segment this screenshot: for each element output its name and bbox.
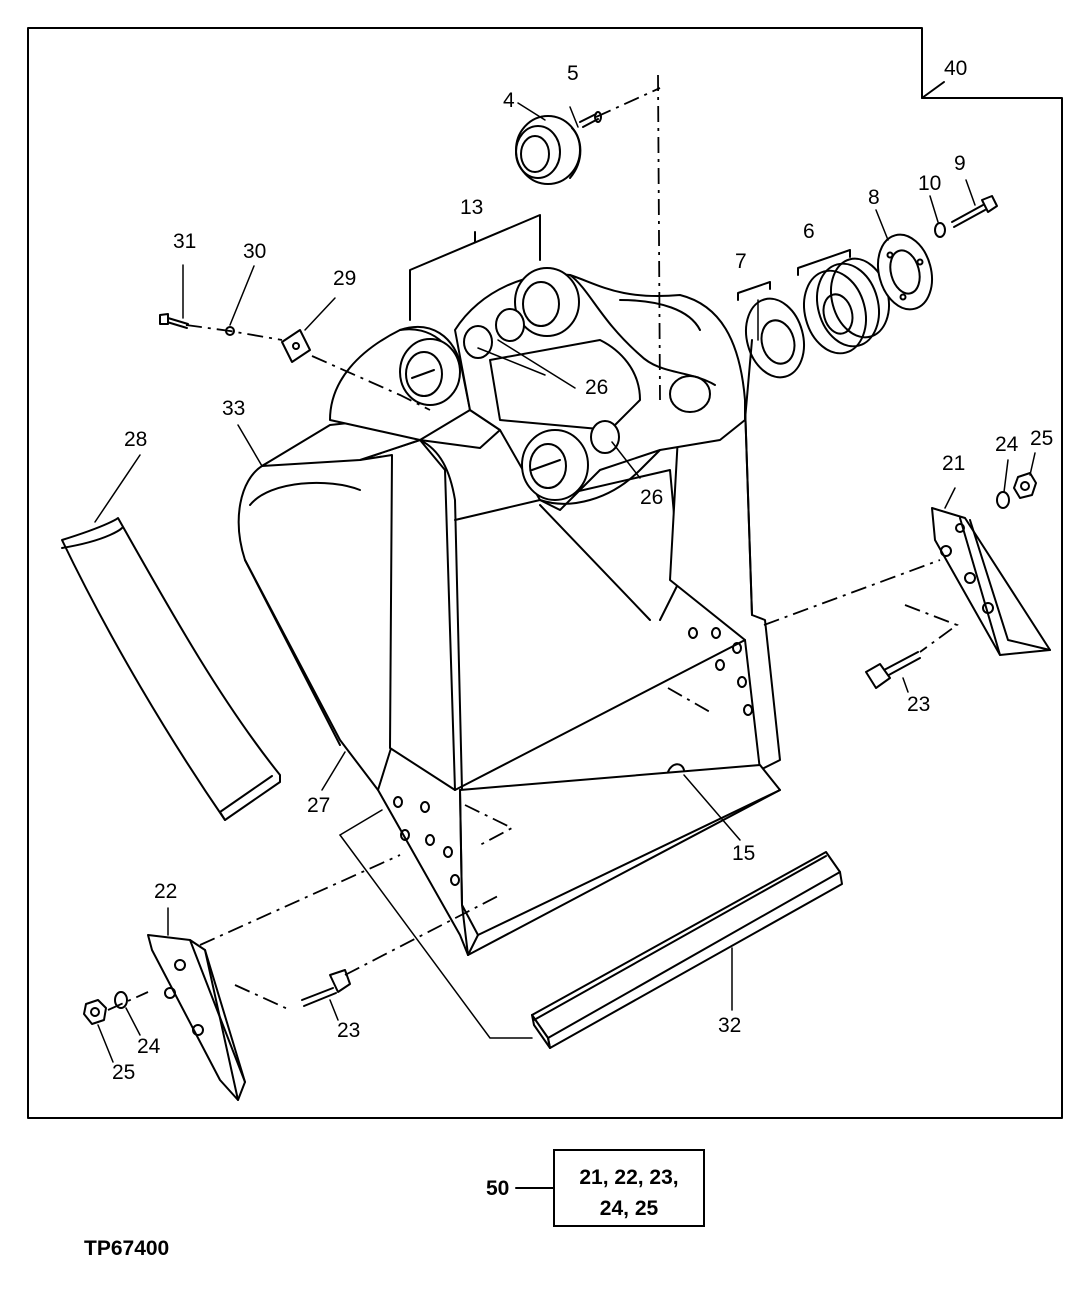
hook-marker	[667, 763, 685, 773]
kit-box	[553, 1149, 705, 1227]
callout-31: 31	[173, 230, 196, 253]
frame-border	[27, 27, 1063, 1119]
callout-26-lower: 26	[640, 486, 663, 509]
bracket-6	[797, 249, 851, 276]
wear-strip-28	[61, 517, 281, 821]
bucket-right-side	[669, 399, 781, 771]
callout-25-right: 25	[1030, 427, 1053, 450]
nut-25-left	[83, 999, 107, 1025]
cutting-edge-32	[531, 851, 843, 1049]
bolt-23-left	[301, 969, 351, 1007]
bucket-floor	[454, 639, 746, 791]
callout-24-left: 24	[137, 1035, 161, 1058]
callout-13: 13	[460, 196, 483, 219]
kit-box-line2: 24, 25	[600, 1197, 659, 1220]
pin-5	[579, 111, 602, 128]
callout-6: 6	[803, 220, 815, 243]
callout-24-right: 24	[995, 433, 1019, 456]
callout-4: 4	[503, 89, 515, 112]
spacer-26-b	[495, 308, 525, 342]
callout-7: 7	[735, 250, 747, 273]
left-bolt-holes	[393, 796, 460, 886]
callout-23-left: 23	[337, 1019, 360, 1042]
leader-lines	[94, 102, 1036, 1063]
side-cutter-21	[931, 507, 1051, 656]
spacer-26-c	[590, 420, 620, 454]
bushing-top-right	[514, 267, 580, 337]
bucket-left-shell	[237, 447, 393, 791]
washer-24-right	[996, 491, 1010, 509]
right-bolt-holes	[688, 627, 753, 716]
bushing-bottom	[521, 429, 589, 501]
bushing-4	[515, 115, 582, 185]
figure-id: TP67400	[84, 1237, 170, 1260]
washer-24-left	[114, 991, 128, 1009]
callout-25-left: 25	[112, 1061, 135, 1084]
callout-30: 30	[243, 240, 266, 263]
callout-8: 8	[868, 186, 880, 209]
kit-box-line1: 21, 22, 23,	[579, 1166, 678, 1189]
callout-29: 29	[333, 267, 356, 290]
kit-callout: 50 21, 22, 23, 24, 25	[486, 1149, 705, 1227]
shaft-hardware	[737, 195, 998, 421]
bushing-top-left	[399, 338, 461, 406]
ring-7	[745, 297, 805, 379]
flange-8	[877, 233, 933, 311]
callout-5: 5	[567, 62, 579, 85]
spacer-26-a	[463, 325, 493, 359]
bolt-31	[159, 313, 189, 329]
callout-21: 21	[942, 452, 965, 475]
shim-stack-6	[803, 257, 890, 355]
link-hole	[669, 375, 711, 413]
plate-29	[281, 329, 311, 363]
callout-15: 15	[732, 842, 755, 865]
callout-50: 50	[486, 1177, 509, 1200]
bucket-back-wall	[454, 469, 681, 621]
washer-10	[934, 222, 946, 238]
frame-notch-diagonal	[921, 81, 945, 99]
ear-arm-housing	[489, 339, 641, 431]
callout-33: 33	[222, 397, 245, 420]
bucket-shell-edge	[244, 559, 341, 746]
callout-22: 22	[154, 880, 177, 903]
callout-28: 28	[124, 428, 147, 451]
callout-23-right: 23	[907, 693, 930, 716]
callout-9: 9	[954, 152, 966, 175]
centerlines	[107, 74, 959, 1011]
side-cutter-22	[147, 934, 246, 1101]
callout-26-upper: 26	[585, 376, 608, 399]
callout-27: 27	[307, 794, 330, 817]
bolt-9	[951, 195, 998, 228]
callout-32: 32	[718, 1014, 741, 1037]
bucket-body	[237, 399, 781, 956]
bolt-23-right	[865, 651, 921, 689]
callout-labels: 4 5 13 7 6 8 10 9 40 31 30 29 26 26 33 2…	[112, 57, 1053, 1084]
bracket-7	[737, 281, 771, 301]
mounting-ears	[329, 214, 746, 511]
callout-10: 10	[918, 172, 941, 195]
callout-40: 40	[944, 57, 967, 80]
nut-25-right	[1013, 472, 1037, 499]
